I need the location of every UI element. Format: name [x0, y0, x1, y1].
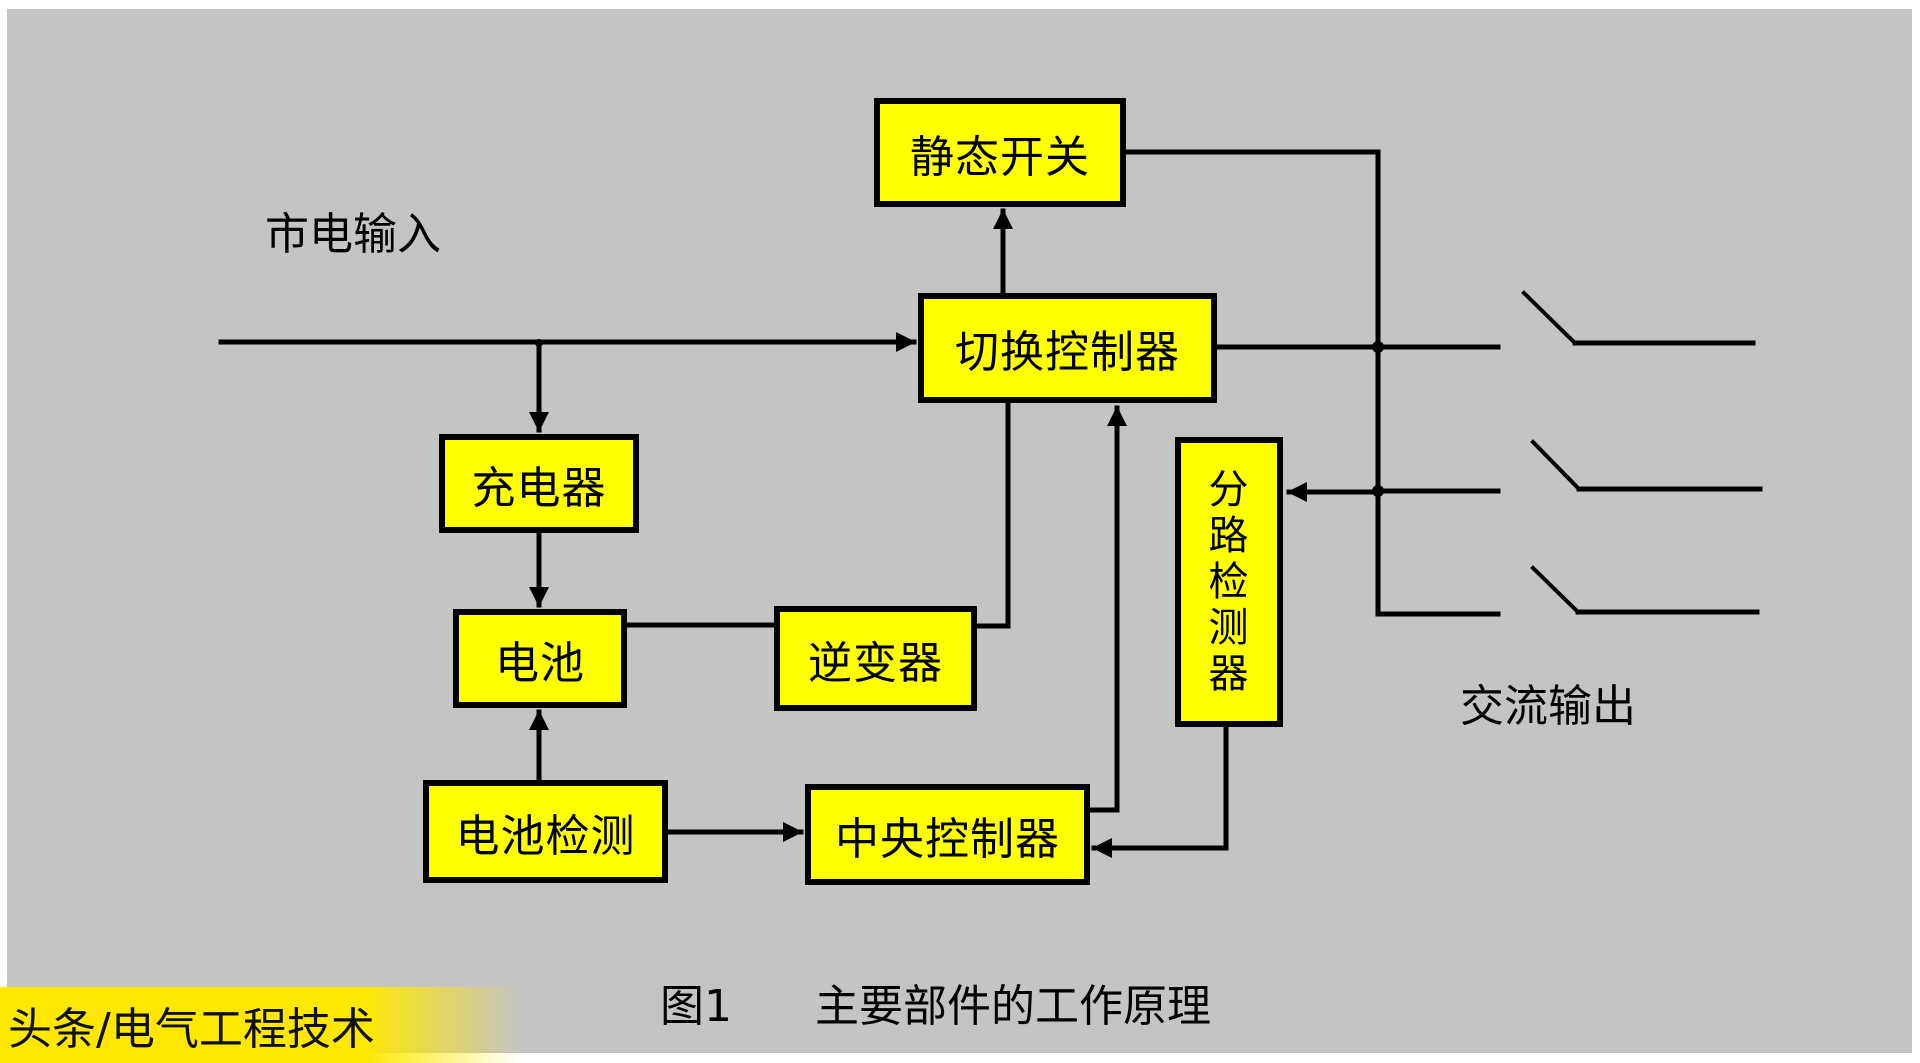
branch-detector-char: 测	[1208, 605, 1250, 651]
battery-block: 电池	[453, 609, 627, 708]
wire-central-to-transfer	[1087, 405, 1127, 813]
branch-detector-char: 路	[1208, 513, 1250, 559]
branch-detector-char: 分	[1208, 467, 1250, 513]
wire-branch-to-central	[1091, 724, 1229, 858]
inverter-label: 逆变器	[808, 637, 943, 689]
static-switch-label: 静态开关	[910, 131, 1090, 183]
junction-dot	[535, 339, 543, 347]
junction-dot	[1372, 341, 1384, 353]
output-switch-3	[1530, 565, 1760, 615]
central-controller-label: 中央控制器	[835, 813, 1060, 865]
output-switch-2	[1530, 439, 1763, 492]
battery-monitor-label: 电池检测	[455, 810, 636, 862]
battery-monitor-block: 电池检测	[423, 780, 668, 883]
static-switch-block: 静态开关	[874, 98, 1126, 207]
branch-detector-char: 检	[1208, 559, 1250, 605]
branch-detector-block: 分 路 检 测 器	[1175, 437, 1283, 727]
battery-label: 电池	[495, 637, 585, 689]
ac-output-label: 交流输出	[1460, 681, 1636, 732]
watermark-banner: 头条/电气工程技术	[0, 987, 520, 1063]
figure-number: 图1	[660, 981, 732, 1032]
central-controller-block: 中央控制器	[805, 784, 1090, 885]
mains-input-label: 市电输入	[265, 209, 441, 260]
transfer-controller-block: 切换控制器	[918, 293, 1217, 403]
wire-inverter-to-transfer	[974, 401, 1011, 629]
inverter-block: 逆变器	[774, 606, 977, 711]
charger-label: 充电器	[471, 462, 607, 514]
figure-caption: 主要部件的工作原理	[815, 981, 1211, 1032]
transfer-controller-label: 切换控制器	[955, 327, 1180, 378]
watermark-text: 头条/电气工程技术	[8, 1004, 375, 1055]
wire-static-to-bus	[1123, 149, 1501, 617]
charger-block: 充电器	[439, 434, 639, 533]
branch-detector-char: 器	[1208, 651, 1250, 697]
output-switch-1	[1521, 290, 1756, 346]
